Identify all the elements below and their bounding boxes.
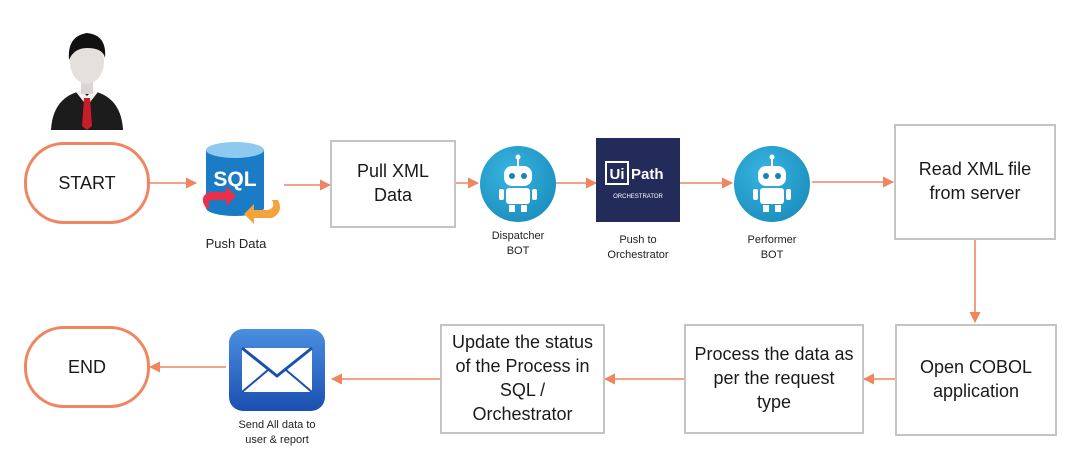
envelope-icon xyxy=(226,326,328,414)
start-terminal: START xyxy=(24,142,150,224)
sql-logo-text: SQL xyxy=(213,168,256,191)
end-label: END xyxy=(67,356,106,377)
process-data-box: Process the data as per the request type xyxy=(684,324,864,434)
end-terminal: END xyxy=(24,326,150,408)
uipath-sub-text: ORCHESTRATOR xyxy=(613,194,663,200)
uipath-ui-text: Ui xyxy=(610,166,625,183)
uipath-path-text: Path xyxy=(631,166,664,183)
uipath-orchestrator-icon: Ui Path ORCHESTRATOR xyxy=(596,138,680,222)
user-icon xyxy=(48,26,126,132)
dispatcher-bot-caption: Dispatcher BOT xyxy=(491,230,545,257)
robot-icon xyxy=(734,146,810,222)
pull-xml-data-box: Pull XML Data xyxy=(330,140,456,228)
push-to-orchestrator-caption: Push to Orchestrator xyxy=(607,234,669,261)
robot-icon xyxy=(480,146,556,222)
update-status-box: Update the status of the Process in SQL … xyxy=(440,324,605,434)
push-data-caption: Push Data xyxy=(205,236,267,251)
read-xml-file-box: Read XML file from server xyxy=(894,124,1056,240)
send-data-caption: Send All data to user & report xyxy=(238,419,316,446)
performer-bot-caption: Performer BOT xyxy=(747,234,797,261)
sql-database-icon: SQL xyxy=(196,138,286,230)
start-label: START xyxy=(58,172,116,193)
open-cobol-box: Open COBOL application xyxy=(895,324,1057,436)
